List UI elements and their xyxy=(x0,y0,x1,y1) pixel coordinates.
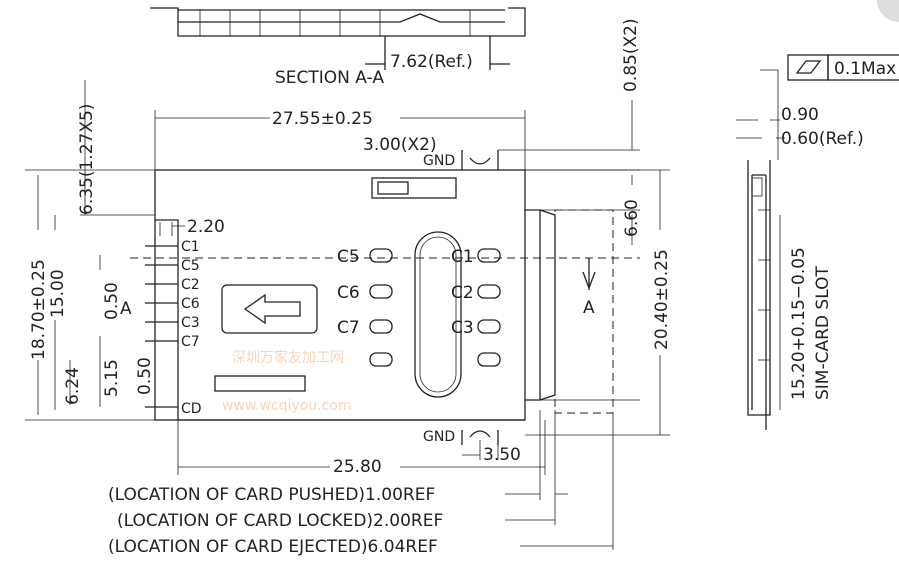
section-ref-dim: 7.62(Ref.) xyxy=(390,52,473,72)
dim-pin-width: 0.50 xyxy=(102,282,122,320)
pin-c2: C2 xyxy=(181,277,200,293)
pin-c7: C7 xyxy=(181,334,200,350)
dim-c7-cd: 5.15 xyxy=(102,359,122,397)
dim-bottom: 6.24 xyxy=(63,367,83,405)
dim-offset: 0.85(X2) xyxy=(621,18,641,92)
contact-c3: C3 xyxy=(451,318,474,338)
dim-gnd-bottom: 3.50 xyxy=(483,445,521,465)
watermark: 深圳万家友加工网 www.wcqiyou.com xyxy=(222,349,352,414)
section-mark-left: A xyxy=(120,299,132,319)
side-view: 0.1Max 0.90 0.60(Ref.) 15.20+0.15−0.05 S… xyxy=(736,54,899,430)
dim-length: 25.80 xyxy=(333,457,382,477)
section-label: SECTION A-A xyxy=(275,68,384,88)
section-view: SECTION A-A 7.62(Ref.) xyxy=(150,7,526,88)
contact-c6: C6 xyxy=(337,283,360,303)
pin-c3: C3 xyxy=(181,315,200,331)
watermark-url: www.wcqiyou.com xyxy=(222,398,352,414)
dim-pin-offset: 2.20 xyxy=(187,217,225,237)
pin-c5: C5 xyxy=(181,258,200,274)
flatness-value: 0.1Max xyxy=(834,59,896,79)
contact-c7: C7 xyxy=(337,318,360,338)
card-locked: (LOCATION OF CARD LOCKED)2.00REF xyxy=(117,511,443,531)
dim-left-height: 18.70±0.25 xyxy=(29,259,49,360)
dim-pitch: 6.35(1.27X5) xyxy=(77,104,97,215)
dimension-lines: 27.55±0.25 3.00(X2) 0.85(X2) 6.60 20.40±… xyxy=(25,18,672,557)
dim-slot: 15.20+0.15−0.05 xyxy=(789,247,809,400)
dim-thickness-2: 0.60(Ref.) xyxy=(781,129,864,149)
contact-c1: C1 xyxy=(451,247,474,267)
pin-cd: CD xyxy=(181,401,202,417)
pin-c6: C6 xyxy=(181,296,200,312)
dim-pin-width-2: 0.50 xyxy=(135,357,155,395)
slot-label: SIM-CARD SLOT xyxy=(813,266,833,400)
dim-inner: 15.00 xyxy=(48,269,68,318)
contact-c2: C2 xyxy=(451,283,474,303)
pin-c1: C1 xyxy=(181,239,200,255)
dim-gnd-width: 3.00(X2) xyxy=(363,135,437,155)
main-view: C5 C6 C7 C1 C2 C3 C1 C5 C2 C6 C3 C7 CD G… xyxy=(130,150,640,445)
watermark-cn: 深圳万家友加工网 xyxy=(232,349,344,366)
gnd-bottom: GND xyxy=(423,429,455,445)
dim-top-gap: 6.60 xyxy=(622,199,642,237)
section-mark-right: A xyxy=(583,298,595,318)
dim-thickness-1: 0.90 xyxy=(781,105,819,125)
contact-c5: C5 xyxy=(337,247,360,267)
card-pushed: (LOCATION OF CARD PUSHED)1.00REF xyxy=(108,485,435,505)
gnd-top: GND xyxy=(423,153,455,169)
dim-width: 27.55±0.25 xyxy=(272,109,373,129)
dim-right-height: 20.40±0.25 xyxy=(652,249,672,350)
card-ejected: (LOCATION OF CARD EJECTED)6.04REF xyxy=(108,537,438,557)
